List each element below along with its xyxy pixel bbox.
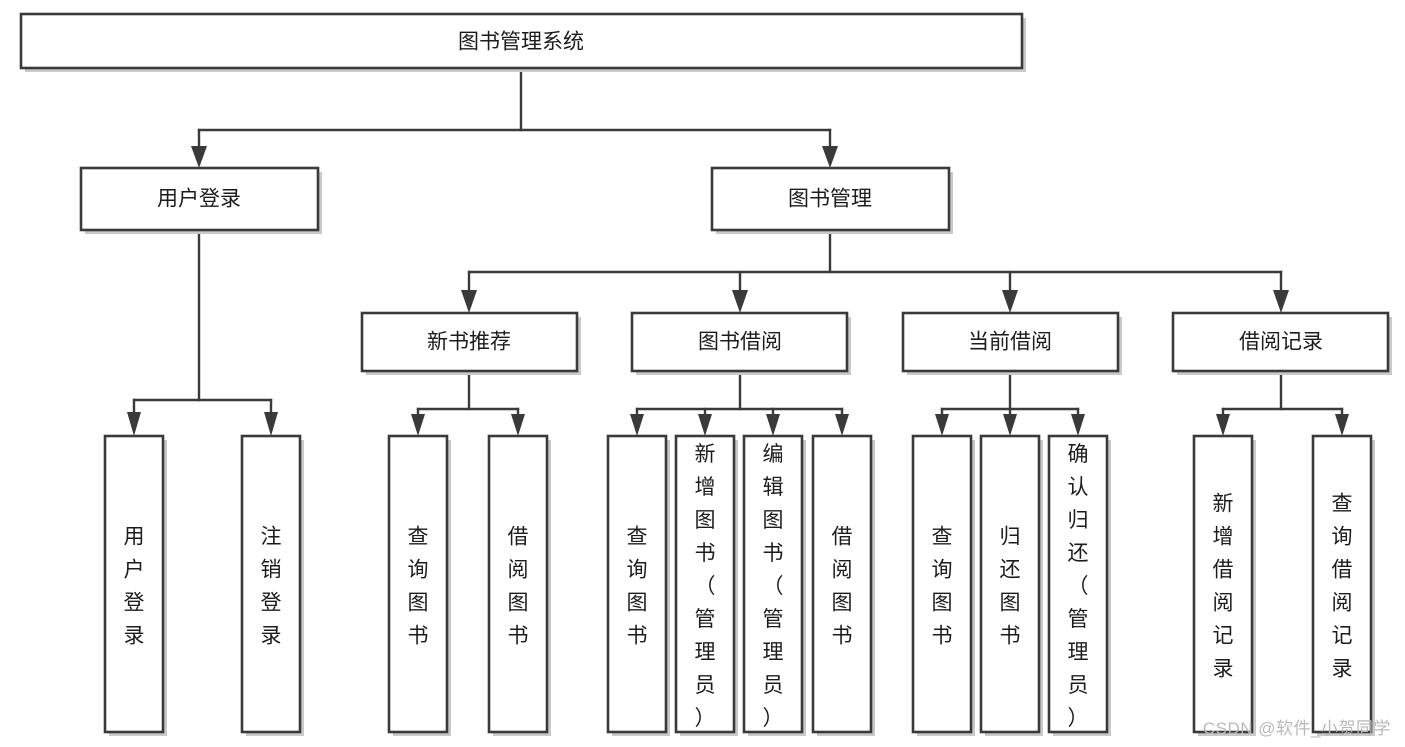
node-leaf-edit-book[interactable]: 编辑图书（管理员） [742,434,806,736]
node-user-login[interactable]: 用户登录 [79,166,322,234]
node-leaf-return-book[interactable]: 归还图书 [979,434,1043,736]
node-borrow-record-box[interactable] [1171,311,1390,373]
node-leaf-add-record[interactable]: 新增借阅记录 [1192,434,1256,736]
node-leaf-user-login[interactable]: 用户登录 [103,434,167,736]
arrowhead-leaf-query-book-3 [935,414,949,436]
node-leaf-query-book-1[interactable]: 查询图书 [387,434,451,736]
node-new-book-rec[interactable]: 新书推荐 [360,311,581,375]
node-root-box[interactable] [19,12,1024,70]
node-leaf-borrow-book-2-box[interactable] [811,434,873,734]
node-user-login-box[interactable] [79,166,320,232]
node-leaf-query-record-label: 查询借阅记录 [1332,493,1353,681]
node-root[interactable]: 图书管理系统 [19,12,1026,72]
node-leaf-confirm-return[interactable]: 确认归还（管理员） [1047,434,1111,736]
node-root-label: 图书管理系统 [458,31,584,54]
node-leaf-query-book-3[interactable]: 查询图书 [911,434,975,736]
node-borrow-record[interactable]: 借阅记录 [1171,311,1392,375]
node-leaf-edit-book-label: 编辑图书（管理员） [763,443,784,730]
arrowhead-leaf-user-login [127,412,141,436]
arrowhead-leaf-query-book-1 [411,414,425,436]
node-leaf-logout-label: 注销登录 [261,526,282,648]
node-leaf-return-book-label: 归还图书 [1000,526,1021,648]
node-current-borrow-box[interactable] [901,311,1120,373]
node-current-borrow-label: 当前借阅 [968,331,1052,354]
arrowhead-new-book-rec [461,290,477,313]
arrowhead-leaf-query-record [1335,414,1349,436]
node-leaf-logout[interactable]: 注销登录 [240,434,304,736]
arrowhead-current-borrow [1002,290,1018,313]
node-leaf-borrow-book-2-label: 借阅图书 [832,526,853,648]
node-user-login-label: 用户登录 [157,188,241,211]
node-book-manage-box[interactable] [710,166,951,232]
node-current-borrow[interactable]: 当前借阅 [901,311,1122,375]
arrowhead-user-login [191,146,207,168]
node-book-manage[interactable]: 图书管理 [710,166,953,234]
node-book-manage-label: 图书管理 [788,188,872,211]
arrowhead-book-borrow [732,290,748,313]
node-leaf-query-book-1-label: 查询图书 [408,526,429,648]
arrowhead-leaf-add-book [698,414,712,436]
node-leaf-add-record-label: 新增借阅记录 [1213,493,1234,681]
node-leaf-query-book-2-label: 查询图书 [627,526,648,648]
node-leaf-query-record-box[interactable] [1311,434,1373,734]
node-leaf-borrow-book-1[interactable]: 借阅图书 [487,434,551,736]
node-new-book-rec-label: 新书推荐 [427,331,511,354]
node-leaf-borrow-book-1-box[interactable] [487,434,549,734]
arrowhead-leaf-edit-book [766,414,780,436]
node-leaf-query-book-2-box[interactable] [606,434,668,734]
node-leaf-add-record-box[interactable] [1192,434,1254,734]
node-leaf-query-record[interactable]: 查询借阅记录 [1311,434,1375,736]
node-leaf-user-login-box[interactable] [103,434,165,734]
arrowhead-leaf-return-book [1003,414,1017,436]
node-leaf-edit-book-box[interactable] [742,434,804,734]
arrowhead-leaf-query-book-2 [630,414,644,436]
node-borrow-record-label: 借阅记录 [1239,331,1323,354]
node-leaf-borrow-book-2[interactable]: 借阅图书 [811,434,875,736]
arrowhead-leaf-logout [264,412,278,436]
arrowhead-leaf-borrow-book-1 [511,414,525,436]
node-leaf-query-book-1-box[interactable] [387,434,449,734]
node-leaf-add-book-label: 新增图书（管理员） [695,443,716,730]
arrowhead-leaf-confirm-return [1071,414,1085,436]
node-new-book-rec-box[interactable] [360,311,579,373]
node-leaf-query-book-3-label: 查询图书 [932,526,953,648]
node-book-borrow-box[interactable] [630,311,849,373]
arrowhead-leaf-add-record [1216,414,1230,436]
node-leaf-user-login-label: 用户登录 [124,526,145,648]
node-book-borrow[interactable]: 图书借阅 [630,311,851,375]
node-leaf-confirm-return-box[interactable] [1047,434,1109,734]
arrowhead-borrow-record [1273,290,1289,313]
connector-layer [127,66,1349,436]
node-leaf-borrow-book-1-label: 借阅图书 [508,526,529,648]
arrowhead-leaf-borrow-book-2 [835,414,849,436]
node-leaf-confirm-return-label: 确认归还（管理员） [1068,443,1089,730]
arrowhead-book-manage [822,146,838,168]
node-leaf-query-book-3-box[interactable] [911,434,973,734]
node-book-borrow-label: 图书借阅 [698,331,782,354]
node-leaf-add-book-box[interactable] [674,434,736,734]
node-leaf-logout-box[interactable] [240,434,302,734]
node-leaf-add-book[interactable]: 新增图书（管理员） [674,434,738,736]
node-leaf-return-book-box[interactable] [979,434,1041,734]
node-leaf-query-book-2[interactable]: 查询图书 [606,434,670,736]
